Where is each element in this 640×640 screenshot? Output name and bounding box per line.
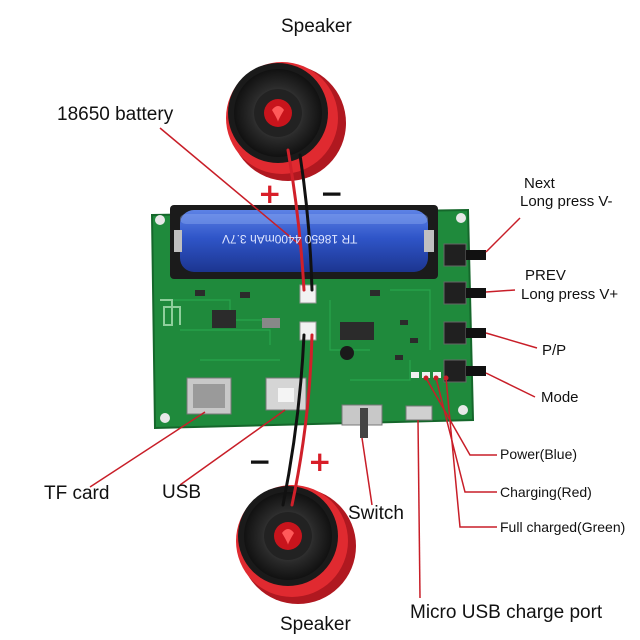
label-tf-card: TF card <box>44 483 110 504</box>
top-plus-sign: + <box>258 177 282 210</box>
label-power: Power(Blue) <box>500 446 578 462</box>
speaker-bottom-graphic <box>236 485 356 604</box>
label-speaker-bottom: Speaker <box>280 614 351 635</box>
pcb-board <box>150 205 486 438</box>
bottom-plus-sign: + <box>308 445 332 478</box>
label-battery: 18650 battery <box>57 104 174 125</box>
speaker-top-graphic <box>226 62 346 181</box>
label-charging: Charging(Red) <box>500 484 592 500</box>
label-pp: P/P <box>542 342 567 359</box>
label-prev: PREV <box>525 267 566 284</box>
bottom-minus-sign: − <box>248 445 272 478</box>
leader-lines <box>89 127 538 599</box>
battery-print: TR 18650 4400mAh 3.7V <box>222 232 358 246</box>
label-speaker-top: Speaker <box>281 16 352 37</box>
label-micro-usb: Micro USB charge port <box>410 602 603 623</box>
label-usb: USB <box>162 482 202 503</box>
label-switch: Switch <box>348 503 404 524</box>
label-full-charged: Full charged(Green) <box>500 519 626 535</box>
label-prev-long: Long press V+ <box>521 286 619 303</box>
top-minus-sign: − <box>320 177 344 210</box>
speaker-wires <box>281 148 314 507</box>
label-next-long: Long press V- <box>520 193 613 210</box>
label-next: Next <box>524 175 555 192</box>
label-mode: Mode <box>541 389 579 406</box>
